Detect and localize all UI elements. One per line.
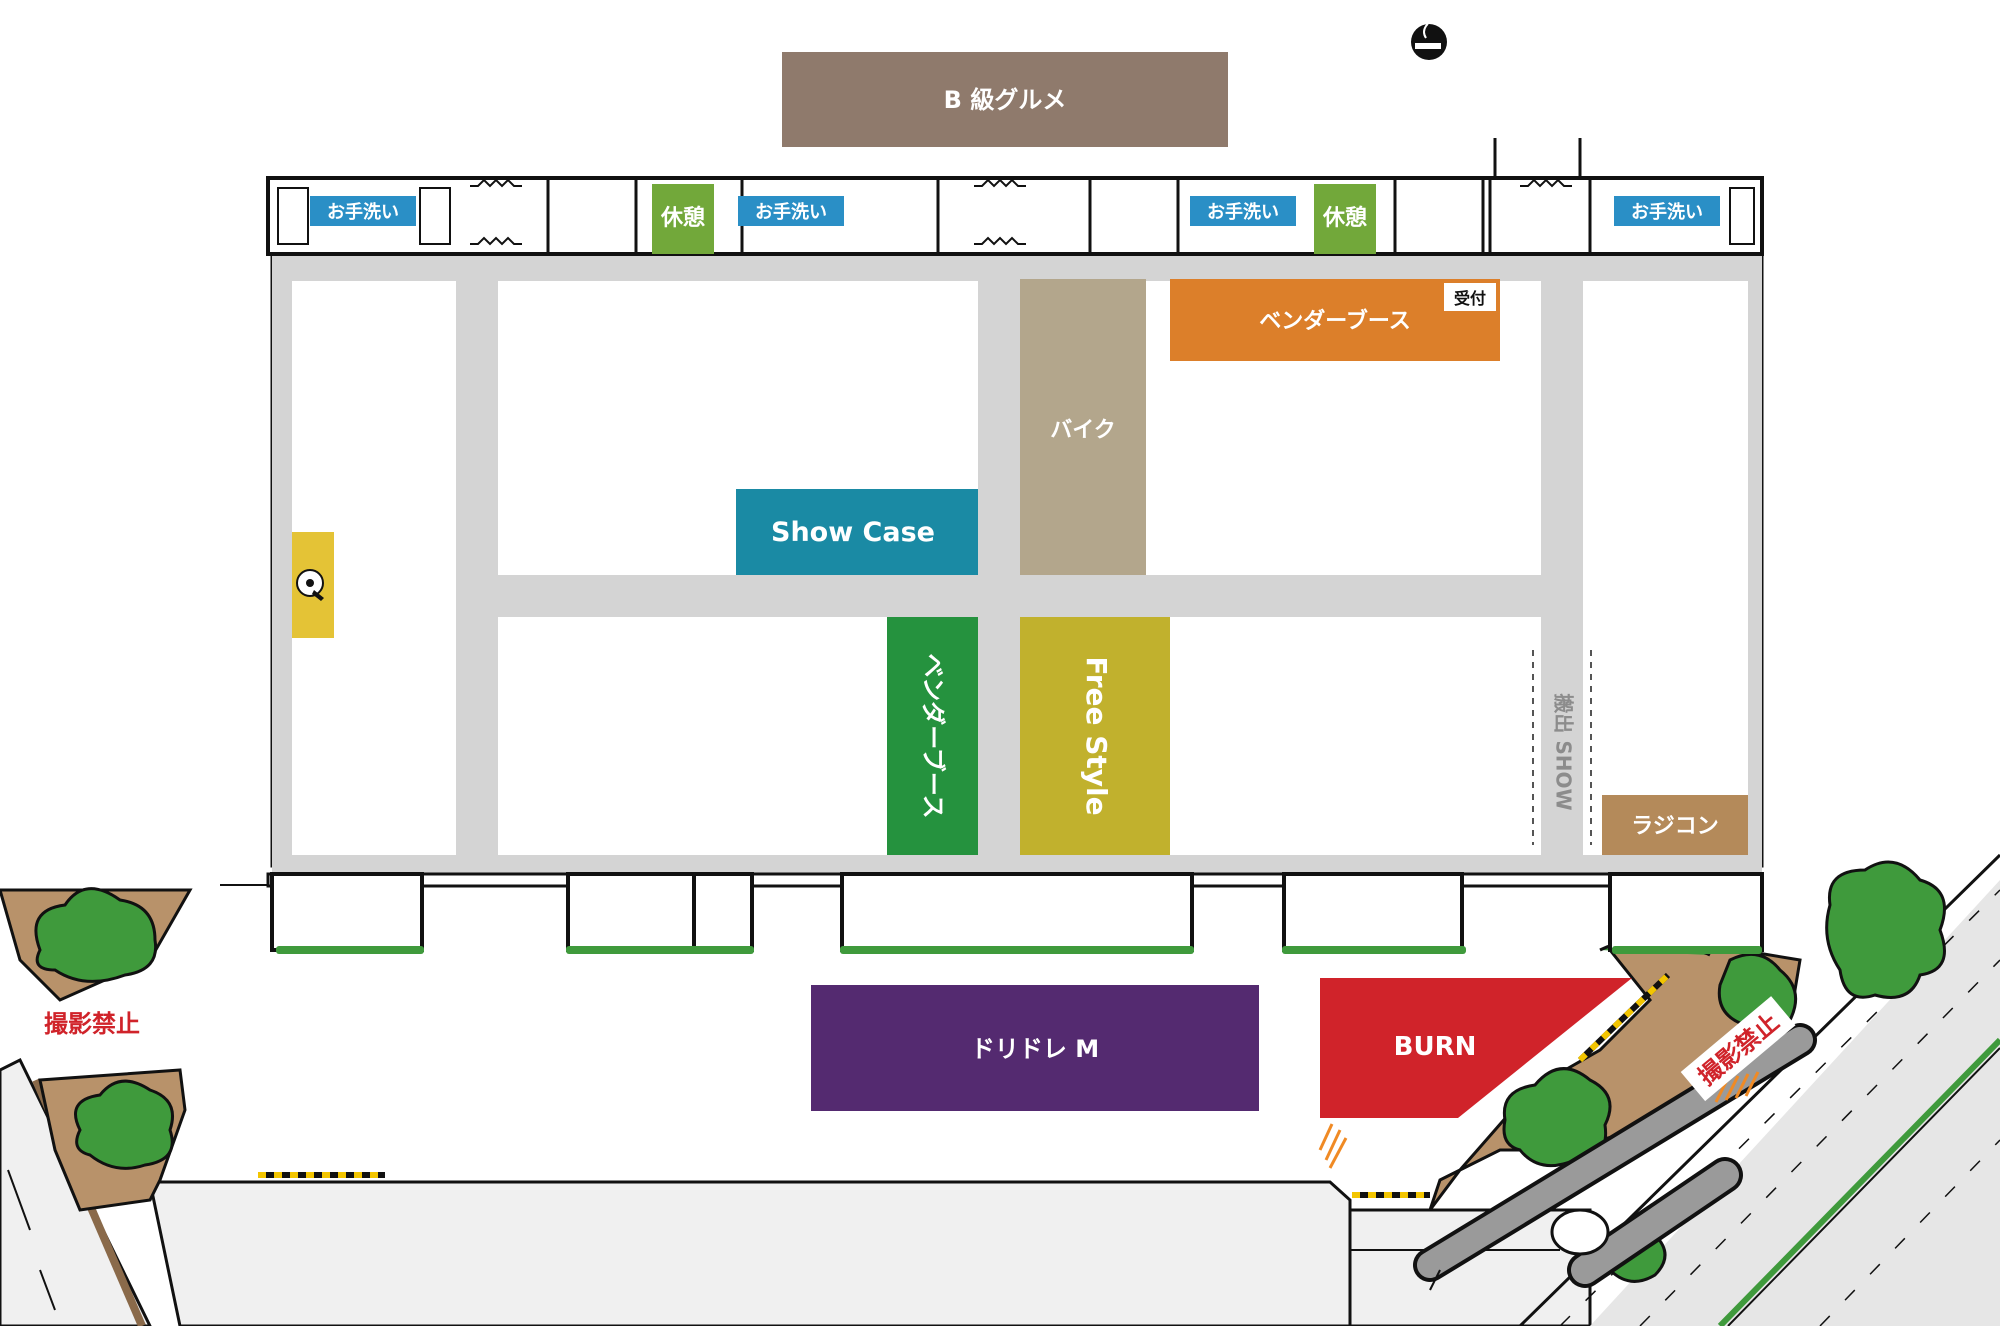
- rest-area-2[interactable]: 休憩: [1314, 184, 1376, 254]
- freestyle-area[interactable]: Free Style: [1020, 617, 1170, 855]
- burn-area[interactable]: BURN: [1320, 978, 1632, 1118]
- restroom-1-block: [310, 196, 416, 226]
- burn-label: BURN: [1394, 1032, 1477, 1062]
- exhibition-hall: [270, 251, 1764, 874]
- doridore-block: [811, 985, 1259, 1111]
- showcase-label: Show Case: [771, 517, 935, 548]
- radicon-block: [1602, 795, 1748, 855]
- no-photo-warning-left: 撮影禁止: [44, 1010, 140, 1038]
- restroom-1-label: お手洗い: [327, 201, 399, 223]
- vendor-booth-vertical-block: [887, 617, 978, 855]
- show-lane-label: 搬出 SHOW: [1552, 693, 1576, 810]
- b-gourmet-block: [782, 52, 1228, 147]
- freestyle-block: [1020, 617, 1170, 855]
- restroom-3-block: [1190, 196, 1296, 226]
- rest-area-2-block: [1314, 184, 1376, 254]
- bike-label: バイク: [1050, 418, 1116, 443]
- restroom-4-block: [1614, 196, 1720, 226]
- doridore-label: ドリドレ M: [971, 1035, 1099, 1063]
- doridore-area[interactable]: ドリドレ M: [811, 985, 1259, 1111]
- restroom-4-label: お手洗い: [1631, 201, 1703, 223]
- rest-area-2-label: 休憩: [1322, 205, 1367, 231]
- rest-area-1-block: [652, 184, 714, 254]
- showcase-area[interactable]: Show Case: [736, 489, 978, 575]
- greenery-left: [0, 887, 193, 1212]
- vendor-booth-top-label: ベンダーブース: [1259, 308, 1411, 334]
- reception-box: [1444, 283, 1496, 311]
- dj-booth[interactable]: [292, 532, 334, 638]
- restroom-2-label: お手洗い: [755, 201, 827, 223]
- vendor-booth-vertical-label: ベンダーブース: [919, 653, 947, 818]
- bike-block: [1020, 279, 1146, 575]
- restroom-2[interactable]: お手洗い: [738, 196, 844, 226]
- restroom-3[interactable]: お手洗い: [1190, 196, 1296, 226]
- b-gourmet-area[interactable]: B 級グルメ: [782, 52, 1228, 147]
- barrier-stripes: [258, 972, 1671, 1198]
- rest-area-1[interactable]: 休憩: [652, 184, 714, 254]
- bottom-wall: [220, 872, 1764, 954]
- radicon-area[interactable]: ラジコン: [1602, 795, 1748, 855]
- vendor-booth-vertical[interactable]: ベンダーブース: [887, 617, 978, 855]
- vendor-booth-top[interactable]: 受付 ベンダーブース: [1170, 279, 1500, 361]
- dj-booth-icon: [296, 569, 324, 601]
- burn-block: [1320, 978, 1632, 1118]
- restroom-1[interactable]: お手洗い: [310, 196, 416, 226]
- freestyle-label: Free Style: [1080, 656, 1113, 815]
- restroom-2-block: [738, 196, 844, 226]
- restroom-3-label: お手洗い: [1207, 201, 1279, 223]
- reception-label: 受付: [1454, 289, 1486, 308]
- show-lane: 搬出 SHOW: [1532, 650, 1592, 845]
- top-wall: [266, 138, 1764, 256]
- b-gourmet-label: B 級グルメ: [944, 86, 1067, 114]
- rest-area-1-label: 休憩: [660, 205, 705, 231]
- restroom-4[interactable]: お手洗い: [1614, 196, 1720, 226]
- bottom-plaza: [148, 1180, 1592, 1326]
- showcase-block: [736, 489, 978, 575]
- bike-area[interactable]: バイク: [1020, 279, 1146, 575]
- smoking-area-icon[interactable]: [1411, 17, 1447, 60]
- hazard-marks: [1318, 1071, 1760, 1169]
- radicon-label: ラジコン: [1631, 814, 1719, 839]
